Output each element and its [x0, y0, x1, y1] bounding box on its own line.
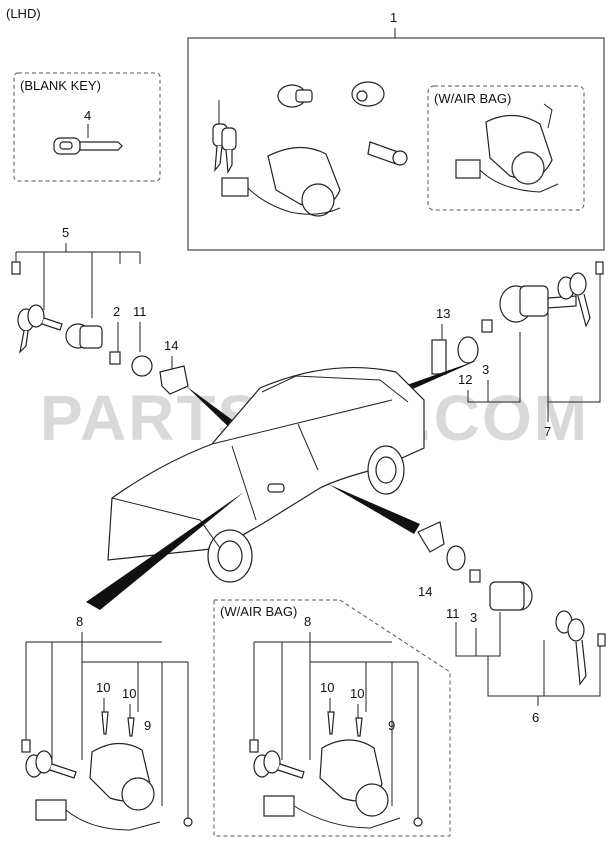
callout-9b[interactable]: 9 — [388, 718, 395, 733]
callout-10b[interactable]: 10 — [122, 686, 136, 701]
callout-2a[interactable]: 2 — [113, 304, 120, 319]
callout-9a[interactable]: 9 — [144, 718, 151, 733]
callout-7[interactable]: 7 — [544, 424, 551, 439]
blank-key-frame — [13, 72, 161, 182]
ring-12-icon — [457, 336, 479, 364]
door-lock-cylinder-6-icon — [489, 581, 533, 611]
ring-11b-icon — [446, 545, 466, 571]
callout-14b[interactable]: 14 — [418, 584, 432, 599]
group-1-frame — [187, 37, 605, 251]
callout-8b[interactable]: 8 — [304, 614, 311, 629]
air-bag-top-frame — [427, 85, 585, 211]
lock-cylinder-icon — [277, 81, 408, 166]
spring-3b-icon — [469, 569, 481, 583]
callout-6[interactable]: 6 — [532, 710, 539, 725]
lhd-label: (LHD) — [6, 6, 41, 21]
spring-3-icon — [481, 319, 493, 333]
callout-10d[interactable]: 10 — [350, 686, 364, 701]
callout-14a[interactable]: 14 — [164, 338, 178, 353]
air-bag-top-label: (W/AIR BAG) — [434, 91, 511, 106]
ignition-switch-8b-icon — [249, 711, 423, 829]
callout-11a[interactable]: 11 — [133, 304, 147, 319]
clip-13-icon — [431, 339, 447, 375]
callout-3a[interactable]: 3 — [482, 362, 489, 377]
callout-4[interactable]: 4 — [84, 108, 91, 123]
ignition-switch-8a-icon — [21, 711, 193, 831]
callout-12[interactable]: 12 — [458, 372, 472, 387]
pointer-8 — [86, 492, 244, 610]
callout-3b[interactable]: 3 — [470, 610, 477, 625]
callout-10c[interactable]: 10 — [320, 680, 334, 695]
callout-11b[interactable]: 11 — [446, 606, 460, 621]
clip-14a-icon — [159, 365, 189, 395]
car-icon — [107, 366, 425, 583]
clip-14b-icon — [417, 521, 445, 553]
ignition-switch-icon — [221, 146, 341, 217]
callout-8a[interactable]: 8 — [76, 614, 83, 629]
callout-13[interactable]: 13 — [436, 306, 450, 321]
key-set-6-icon — [555, 610, 606, 686]
trunk-lock-cylinder-icon — [499, 285, 577, 323]
key-set-7-icon — [557, 261, 604, 328]
blank-key-label: (BLANK KEY) — [20, 78, 101, 93]
air-bag-bottom-label: (W/AIR BAG) — [220, 604, 297, 619]
key-set-5-icon — [11, 261, 63, 354]
callout-10a[interactable]: 10 — [96, 680, 110, 695]
air-bag-bottom-frame — [213, 599, 451, 837]
door-lock-cylinder-5-icon — [65, 323, 153, 377]
blank-key-icon — [53, 137, 123, 155]
callout-5[interactable]: 5 — [62, 225, 69, 240]
pointer-6 — [328, 484, 420, 534]
key-icon — [212, 100, 237, 174]
ignition-switch-air-bag-icon — [455, 103, 559, 193]
callout-1[interactable]: 1 — [390, 10, 397, 25]
